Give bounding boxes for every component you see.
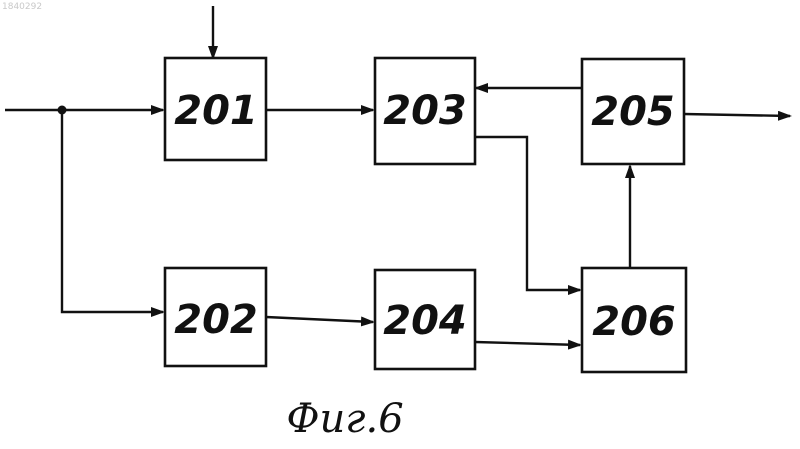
block-203: 203: [375, 58, 475, 164]
block-206: 206: [582, 268, 686, 372]
arrow-junction-to-202: [62, 110, 163, 312]
block-203-label: 203: [383, 88, 467, 134]
block-204-label: 204: [383, 298, 467, 344]
block-205: 205: [582, 59, 684, 164]
block-201-label: 201: [174, 88, 258, 134]
arrow-202-to-204: [266, 317, 373, 322]
arrow-204-to-206: [475, 342, 580, 345]
arrow-203-to-206: [475, 137, 580, 290]
block-204: 204: [375, 270, 475, 369]
block-202: 202: [165, 268, 266, 366]
figure-caption: Фиг.6: [286, 396, 403, 442]
block-202-label: 202: [174, 297, 258, 343]
block-206-label: 206: [592, 299, 676, 345]
arrow-output: [684, 114, 790, 116]
block-205-label: 205: [591, 89, 675, 135]
block-201: 201: [165, 58, 266, 160]
document-number: 1840292: [2, 2, 42, 12]
